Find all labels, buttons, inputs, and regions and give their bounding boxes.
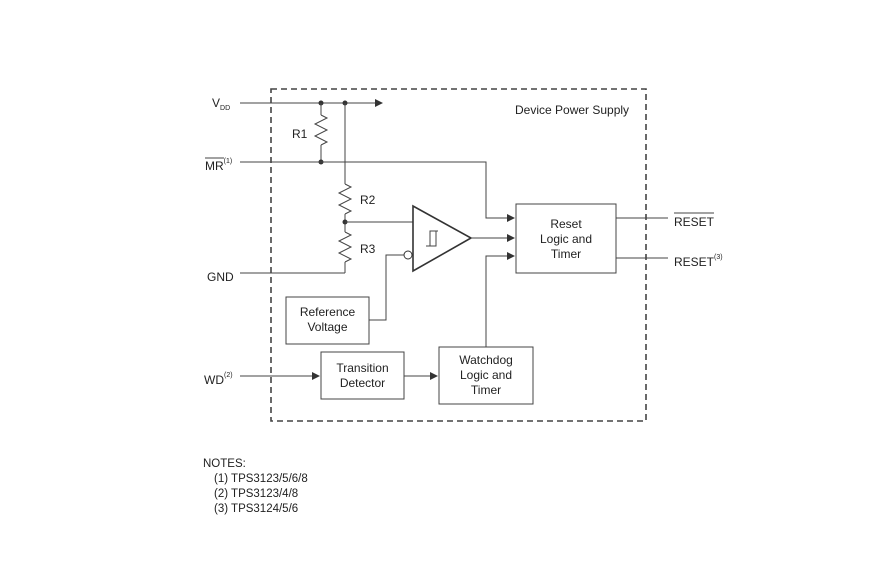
hysteresis-icon — [426, 230, 438, 247]
reference-to-comparator-wire — [369, 254, 404, 321]
reset-logic-block — [515, 203, 617, 274]
watchdog-line3: Timer — [471, 383, 501, 397]
r1-resistor — [313, 114, 329, 146]
watchdog-block — [438, 346, 534, 405]
r2-label: R2 — [360, 193, 376, 207]
transition-detector-line1: Transition — [336, 361, 388, 375]
device-boundary — [270, 88, 647, 422]
mr-wire — [240, 161, 515, 222]
gnd-pin-label: GND — [207, 270, 234, 284]
reset-logic-line2: Logic and — [540, 232, 592, 246]
note-item: (1) TPS3123/5/6/8 — [214, 473, 308, 485]
vdd-pin-label: VDD — [212, 96, 230, 112]
watchdog-line2: Logic and — [460, 368, 512, 382]
r2-resistor — [337, 183, 353, 215]
r3-resistor — [337, 231, 353, 263]
watchdog-line1: Watchdog — [459, 353, 513, 367]
r1-label: R1 — [292, 127, 308, 141]
device-power-supply-label: Device Power Supply — [515, 103, 629, 117]
note-item: (3) TPS3124/5/6 — [214, 503, 299, 515]
inverting-input-bubble — [403, 250, 413, 260]
reference-voltage-line2: Voltage — [307, 320, 347, 334]
transition-detector-line2: Detector — [340, 376, 385, 390]
note-item: (2) TPS3123/4/8 — [214, 488, 299, 500]
r3-label: R3 — [360, 242, 376, 256]
transition-detector-block — [320, 351, 405, 400]
watchdog-to-reset-wire — [485, 252, 515, 347]
reset-bar-pin-label: RESET — [674, 215, 715, 229]
reset-logic-line1: Reset — [550, 217, 582, 231]
reset-logic-line3: Timer — [551, 247, 581, 261]
comparator — [412, 204, 473, 273]
reset-pin-label: RESET(3) — [674, 254, 723, 269]
wd-pin-label: WD(2) — [204, 372, 233, 387]
mr-pin-label: MR(1) — [205, 158, 232, 173]
notes: NOTES: (1) TPS3123/5/6/8 (2) TPS3123/4/8… — [203, 457, 308, 517]
notes-heading: NOTES: — [203, 458, 246, 470]
reference-voltage-line1: Reference — [300, 305, 356, 319]
